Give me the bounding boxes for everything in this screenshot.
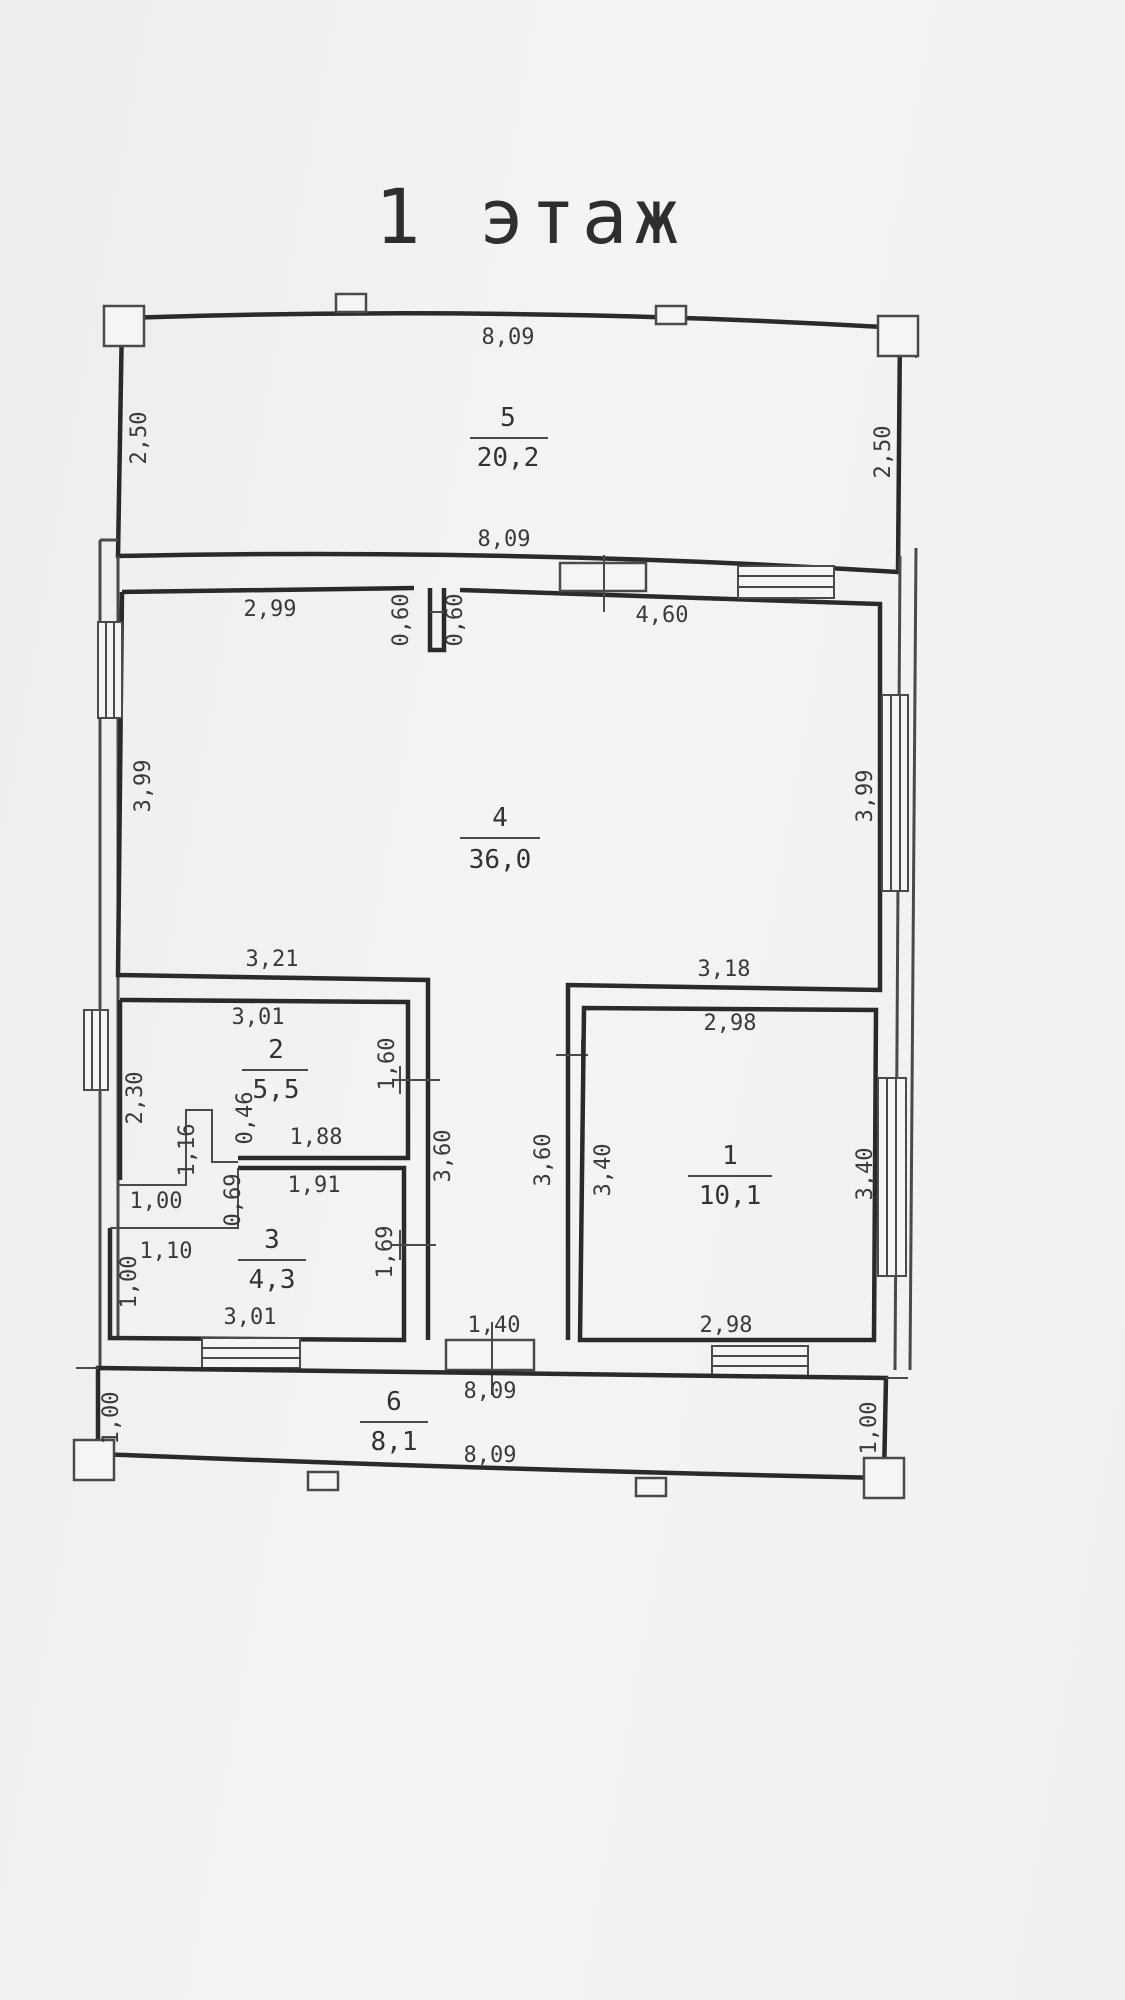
dimension-label: 1,40	[468, 1313, 521, 1338]
svg-text:36,0: 36,0	[469, 845, 532, 875]
dimension-label: 1,88	[290, 1125, 343, 1150]
dimension-label: 1,00	[117, 1256, 142, 1309]
room-2	[83, 997, 440, 1186]
floor-title: 1 этаж	[375, 172, 686, 261]
dimension-label: 8,09	[482, 325, 535, 350]
dimension-label: 1,60	[375, 1038, 400, 1091]
dimension-label: 3,18	[698, 957, 751, 982]
corner-pier	[876, 314, 920, 358]
room-label-1: 1 10,1	[688, 1141, 772, 1211]
corner-pier	[862, 1456, 906, 1500]
svg-text:6: 6	[386, 1387, 402, 1417]
dimension-label: 3,01	[232, 1005, 285, 1030]
dimension-label: 0,46	[233, 1092, 258, 1145]
window	[877, 1077, 907, 1277]
dimension-label: 2,30	[123, 1072, 148, 1125]
svg-text:5,5: 5,5	[253, 1075, 300, 1105]
dimension-label: 1,10	[140, 1239, 193, 1264]
svg-text:4: 4	[492, 803, 508, 833]
dimension-label: 8,09	[464, 1379, 517, 1404]
dimension-label: 2,50	[871, 426, 896, 479]
dimension-label: 1,00	[99, 1392, 124, 1445]
window	[881, 694, 909, 892]
dimension-label: 1,00	[857, 1402, 882, 1455]
dimension-label: 2,99	[244, 597, 297, 622]
svg-text:5: 5	[500, 403, 516, 433]
room-label-3: 3 4,3	[238, 1225, 306, 1295]
room-label-2: 2 5,5	[242, 1035, 308, 1105]
dimension-label: 2,98	[700, 1313, 753, 1338]
window	[201, 1337, 301, 1369]
corner-pier	[102, 304, 146, 348]
room-6-terrace	[72, 1365, 908, 1500]
dimension-label: 8,09	[478, 527, 531, 552]
dimension-label: 2,50	[127, 412, 152, 465]
corridor	[444, 1040, 588, 1395]
dimension-label: 0,69	[221, 1174, 246, 1227]
post	[334, 292, 368, 314]
dimension-label: 3,01	[224, 1305, 277, 1330]
window	[83, 1009, 109, 1091]
dimension-label: 0,60	[389, 594, 414, 647]
dimension-label: 2,98	[704, 1011, 757, 1036]
post	[306, 1470, 340, 1492]
svg-text:2: 2	[268, 1035, 284, 1065]
dimension-label: 1,16	[175, 1124, 200, 1177]
room-label-6: 6 8,1	[360, 1387, 428, 1457]
dimension-label: 3,21	[246, 947, 299, 972]
door-opening	[444, 1338, 536, 1372]
dimension-label: 1,91	[288, 1173, 341, 1198]
window	[711, 1345, 809, 1377]
svg-text:1: 1	[722, 1141, 738, 1171]
dimension-label: 0,60	[443, 594, 468, 647]
svg-text:10,1: 10,1	[699, 1181, 762, 1211]
svg-text:8,1: 8,1	[371, 1427, 418, 1457]
dimension-label: 3,99	[853, 770, 878, 823]
room-label-5: 5 20,2	[470, 403, 548, 473]
dimension-label: 8,09	[464, 1443, 517, 1468]
svg-text:4,3: 4,3	[249, 1265, 296, 1295]
room-1	[577, 1005, 907, 1377]
dimension-label: 3,40	[591, 1144, 616, 1197]
dimension-label: 4,60	[636, 603, 689, 628]
room-4-hall	[97, 555, 909, 1340]
window	[97, 621, 123, 719]
dimension-label: 1,00	[130, 1189, 183, 1214]
window	[737, 565, 835, 599]
room-label-4: 4 36,0	[460, 803, 540, 875]
dimension-label: 3,99	[131, 760, 156, 813]
dimension-labels: 8,09 8,09 2,99 4,60 3,21 3,18 3,01 1,88 …	[99, 325, 896, 1468]
svg-text:20,2: 20,2	[477, 443, 540, 473]
dimension-label: 3,40	[853, 1148, 878, 1201]
outer-walls	[98, 538, 918, 1371]
post	[634, 1476, 668, 1498]
dimension-label: 1,69	[373, 1226, 398, 1279]
dimension-label: 3,60	[431, 1130, 456, 1183]
corner-pier	[72, 1438, 116, 1482]
post	[654, 304, 688, 326]
dimension-label: 3,60	[531, 1134, 556, 1187]
svg-text:3: 3	[264, 1225, 280, 1255]
room-5-terrace	[102, 292, 920, 575]
